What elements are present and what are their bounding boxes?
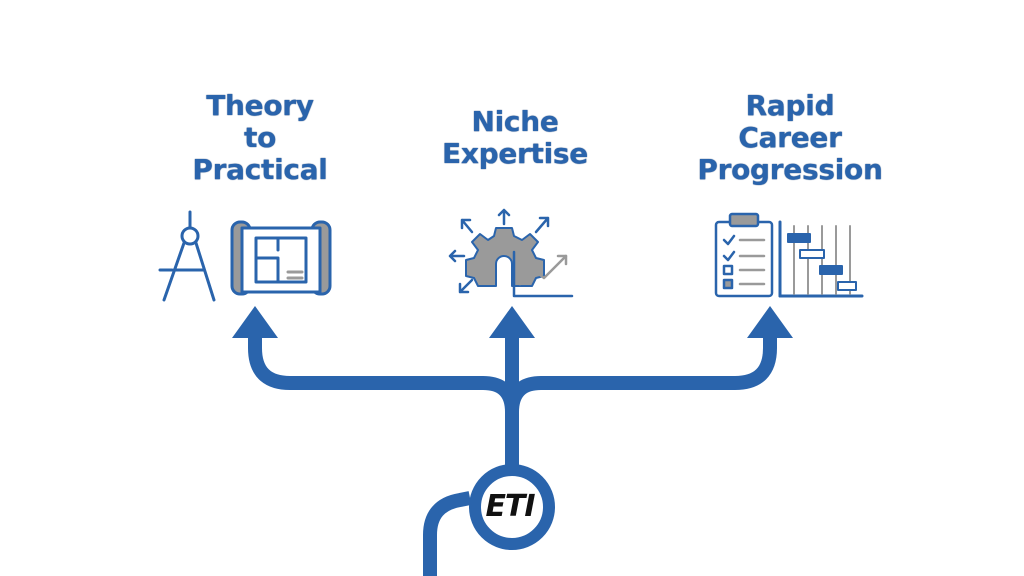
title-line: Theory [206,89,314,122]
gear-icon [465,227,545,287]
title-niche-expertise: Niche Expertise [410,106,620,170]
title-line: Practical [192,153,328,186]
gantt-chart-icon [778,220,864,298]
title-line: Progression [697,153,883,186]
clipboard-checklist-icon [714,212,774,298]
title-line: to [243,121,277,154]
eti-logo-text: ETI [485,489,535,524]
expand-arrows-icon [448,208,550,294]
title-line: Niche [471,105,559,138]
tail-path [423,491,472,576]
title-line: Expertise [442,137,588,170]
title-line: Career [738,121,842,154]
stem-path [248,330,519,465]
compass-blueprint-icon [158,210,332,302]
compass-icon [158,210,216,302]
title-theory-to-practical: Theory to Practical [155,90,365,186]
right-branch-path [505,330,777,413]
title-rapid-career-progression: Rapid Career Progression [680,90,900,186]
right-arrow-head [747,306,793,338]
gear-growth-chart-icon [448,208,574,298]
eti-logo [469,464,555,550]
growth-chart-icon [512,250,574,298]
checklist-gantt-icon [714,212,864,298]
branch-paths [248,330,777,576]
blueprint-icon [230,220,332,296]
arrow-heads [232,306,793,338]
left-arrow-head [232,306,278,338]
title-line: Rapid [745,89,835,122]
center-arrow-head [489,306,535,338]
